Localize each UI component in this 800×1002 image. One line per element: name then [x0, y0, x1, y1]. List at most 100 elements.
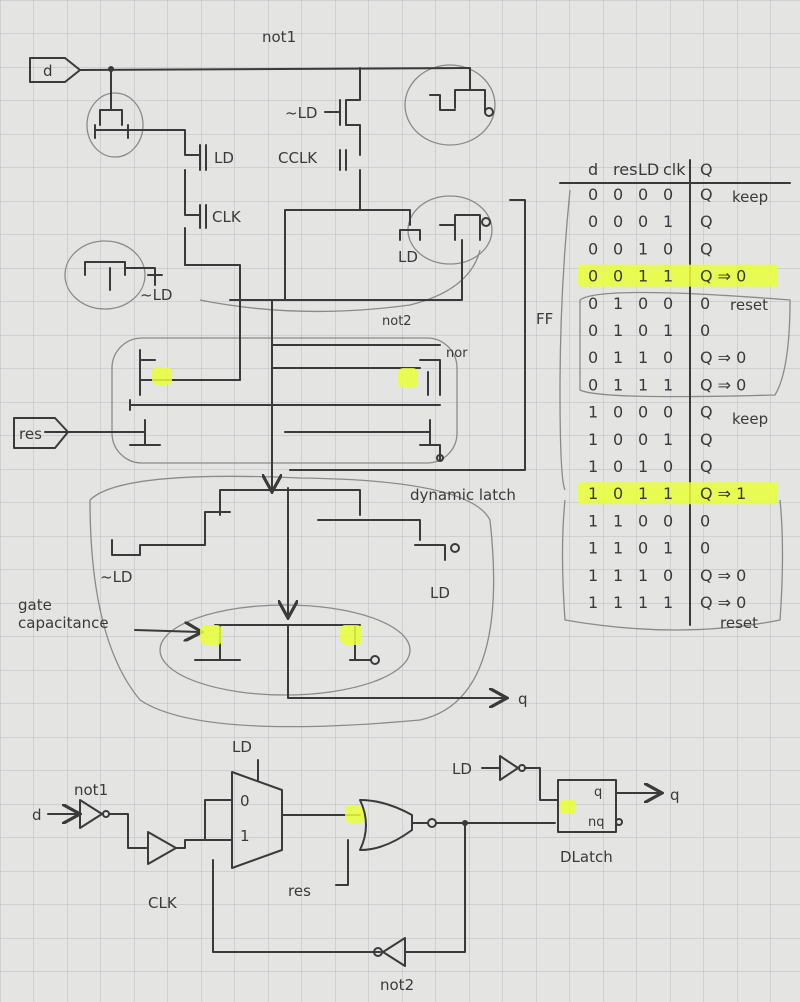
highlight-dot-1 [152, 367, 172, 385]
table-header-ld: LD [638, 160, 659, 179]
table-cell: 1 [663, 593, 673, 612]
table-cell: 0 [700, 321, 710, 340]
table-row-highlight [578, 264, 778, 287]
table-cell: 0 [588, 267, 598, 286]
table-cell: 0 [663, 403, 673, 422]
table-cell: Q [700, 239, 713, 258]
table-cell: 1 [663, 321, 673, 340]
table-cell: 0 [700, 294, 710, 313]
table-cell: Q ⇒ 0 [700, 267, 746, 286]
table-cell: 0 [663, 185, 673, 204]
ld-latch-label: LD [452, 760, 472, 778]
table-cell: 0 [638, 294, 648, 313]
table-cell: 1 [663, 212, 673, 231]
table-cell: 0 [638, 403, 648, 422]
table-cell: 0 [588, 185, 598, 204]
nor-label: nor [446, 346, 468, 361]
table-cell: 0 [663, 294, 673, 313]
group-label-keep-1: keep [732, 188, 768, 206]
highlight-dot-4 [340, 625, 362, 645]
table-cell: 1 [588, 484, 598, 503]
table-cell: 1 [588, 457, 598, 476]
cclk-label: CCLK [278, 149, 318, 167]
table-cell: 1 [613, 593, 623, 612]
highlight-dot-3 [200, 625, 222, 645]
group-label-reset-1: reset [730, 296, 768, 314]
table-cell: 0 [613, 267, 623, 286]
q-out-label: q [670, 786, 680, 804]
ld-label-2: LD [398, 248, 418, 266]
transistor-schematic: d not1 LD CLK ~LD CCLK LD ~LD not2 [13, 28, 553, 728]
table-cell: 1 [588, 511, 598, 530]
table-cell: 1 [638, 593, 648, 612]
table-header-q: Q [700, 160, 713, 179]
table-cell: 1 [613, 348, 623, 367]
table-cell: Q [700, 430, 713, 449]
highlight-dot-5 [345, 805, 365, 823]
table-cell: 1 [663, 375, 673, 394]
table-cell: 0 [588, 239, 598, 258]
table-cell: 0 [613, 239, 623, 258]
table-cell: 0 [588, 212, 598, 231]
table-cell: Q [700, 212, 713, 231]
table-cell: Q ⇒ 0 [700, 348, 746, 367]
latch-nq-pin: nq [588, 815, 605, 830]
table-cell: 1 [613, 294, 623, 313]
table-cell: 1 [663, 484, 673, 503]
d-input-label: d [43, 62, 53, 80]
table-cell: 0 [638, 212, 648, 231]
table-cell: 1 [638, 375, 648, 394]
table-cell: 1 [588, 593, 598, 612]
table-cell: 0 [613, 212, 623, 231]
d-label: d [32, 806, 42, 824]
table-cell: 1 [638, 239, 648, 258]
table-cell: 1 [663, 267, 673, 286]
mux-input-1: 1 [240, 827, 250, 845]
table-cell: 1 [663, 430, 673, 449]
table-cell: 0 [613, 185, 623, 204]
table-cell: 0 [663, 566, 673, 585]
table-cell: 1 [588, 539, 598, 558]
table-header-clk: clk [663, 160, 686, 179]
table-cell: 1 [613, 539, 623, 558]
clk-label-1: CLK [212, 208, 242, 226]
not1-top-label: not1 [262, 28, 296, 46]
highlight-dot-2 [398, 368, 418, 388]
not2-top-label: not2 [382, 314, 412, 329]
group-label-keep-2: keep [732, 410, 768, 428]
table-cell: 1 [613, 566, 623, 585]
nld-label-3: ~LD [100, 568, 132, 586]
dynamic-latch-label: dynamic latch [410, 486, 516, 504]
table-cell: 0 [613, 403, 623, 422]
table-cell: 1 [638, 566, 648, 585]
not1-label: not1 [74, 781, 108, 799]
gate-capacitance-label-2: capacitance [18, 614, 109, 632]
table-cell: 0 [613, 430, 623, 449]
dlatch-name: DLatch [560, 848, 613, 866]
table-cell: 1 [588, 403, 598, 422]
table-cell: 0 [613, 457, 623, 476]
table-cell: Q [700, 457, 713, 476]
table-cell: 0 [663, 348, 673, 367]
table-cell: 1 [638, 348, 648, 367]
group-label-reset-2: reset [720, 614, 758, 632]
gate-capacitance-label-1: gate [18, 596, 52, 614]
highlight-dot-6 [560, 800, 576, 814]
table-cell: Q ⇒ 0 [700, 375, 746, 394]
table-cell: 0 [588, 375, 598, 394]
table-header-d: d [588, 160, 598, 179]
clk-label: CLK [148, 894, 178, 912]
gate-level-schematic: d not1 CLK 0 1 LD res not2 LD [32, 738, 680, 994]
table-cell: 1 [663, 539, 673, 558]
table-header-res: res [613, 160, 637, 179]
table-cell: 1 [588, 430, 598, 449]
not2-label: not2 [380, 976, 414, 994]
table-cell: 0 [588, 294, 598, 313]
table-cell: 0 [663, 457, 673, 476]
res-input-label: res [19, 425, 42, 443]
table-cell: 0 [663, 511, 673, 530]
table-cell: 0 [700, 539, 710, 558]
table-cell: 1 [613, 375, 623, 394]
table-cell: Q ⇒ 0 [700, 593, 746, 612]
